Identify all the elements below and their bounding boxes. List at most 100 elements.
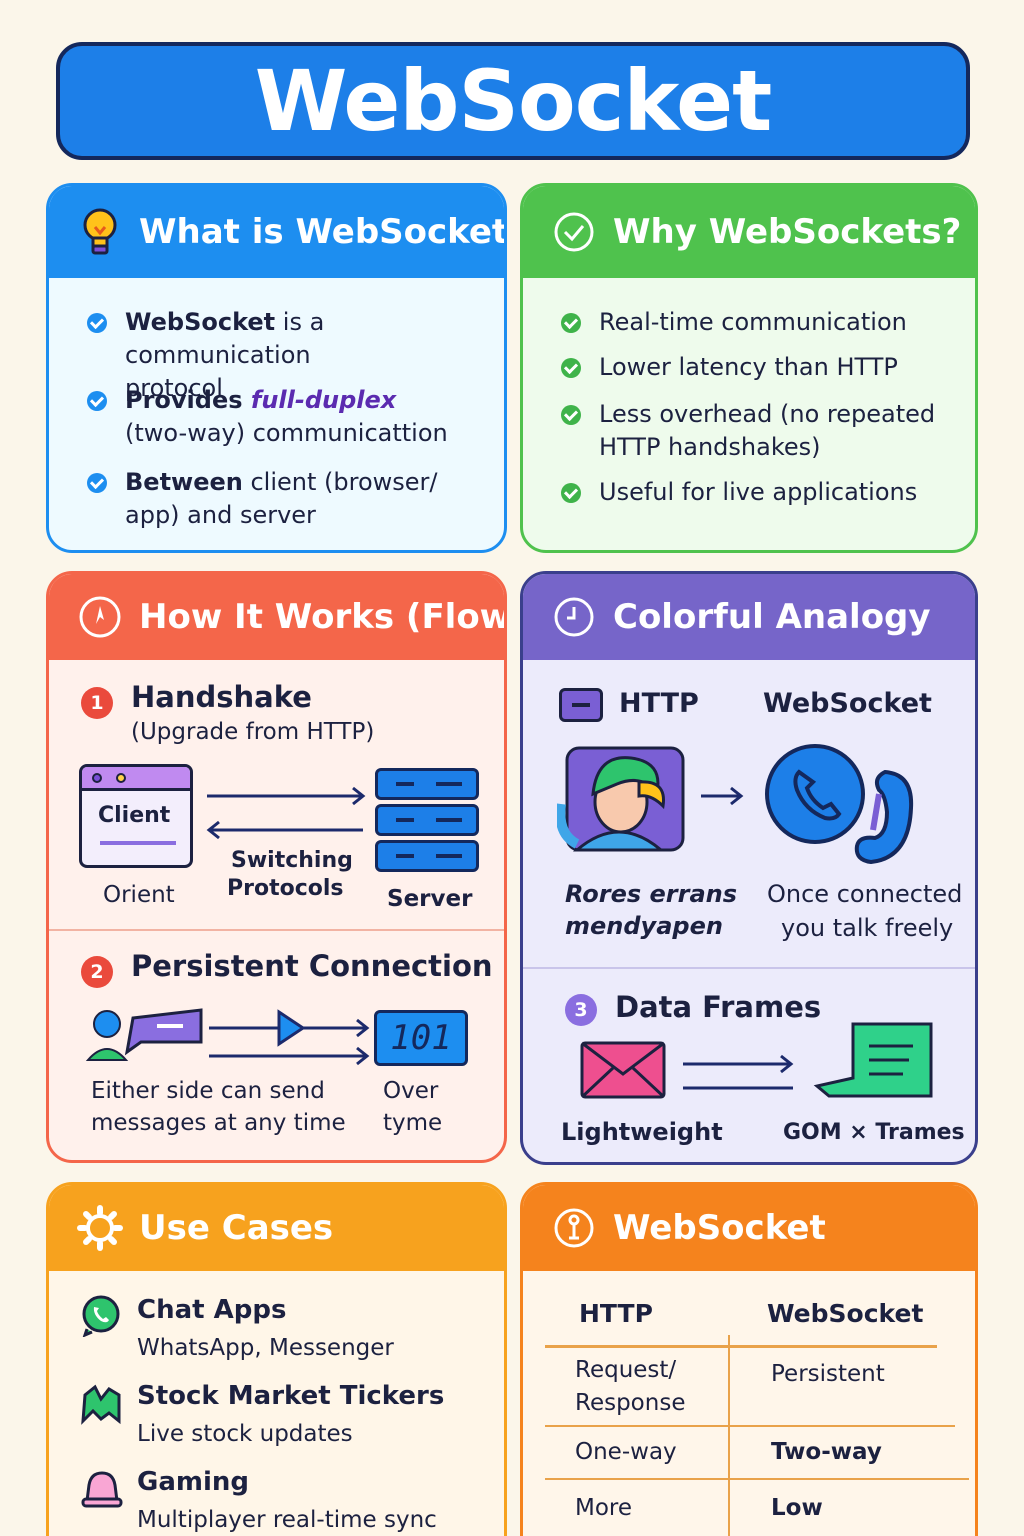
- check-icon: [87, 473, 107, 493]
- use-case-2-sub: Live stock updates: [137, 1421, 353, 1447]
- step-2-caption-line-1: Either side can send: [91, 1078, 325, 1104]
- check-icon: [561, 405, 581, 425]
- websocket-label: WebSocket: [763, 688, 932, 719]
- page-title: WebSocket: [254, 52, 772, 150]
- flow-card-title: How It Works (Flow): [139, 597, 507, 637]
- use-case-1-title: Chat Apps: [137, 1295, 287, 1325]
- lightbulb-icon: [77, 208, 123, 255]
- compare-row-2-http: One-way: [575, 1439, 677, 1465]
- use-cases-card-title: Use Cases: [139, 1208, 334, 1248]
- chart-icon: [81, 1384, 121, 1425]
- why-card-header: Why WebSockets?: [523, 186, 975, 278]
- compare-row-1-http-line-1: Request/: [575, 1357, 677, 1383]
- use-case-1-sub: WhatsApp, Messenger: [137, 1335, 394, 1361]
- analogy-card-title: Colorful Analogy: [613, 597, 931, 637]
- phone-icon: [765, 744, 914, 865]
- person-icon: [557, 746, 685, 852]
- check-icon: [561, 483, 581, 503]
- divider: [49, 929, 504, 931]
- step-2-caption-line-2: messages at any time: [91, 1110, 346, 1136]
- server-caption: Server: [387, 886, 473, 912]
- binary-box: 101: [374, 1010, 468, 1066]
- step-2-title: Persistent Connection: [131, 949, 493, 983]
- check-icon: [87, 391, 107, 411]
- compare-row-1-http-line-2: Response: [575, 1390, 686, 1416]
- why-card-title: Why WebSockets?: [613, 212, 962, 252]
- client-caption: Orient: [103, 882, 175, 908]
- table-rule: [545, 1478, 969, 1480]
- clock-icon: [551, 594, 597, 640]
- why-item-1: Real-time communication: [561, 306, 907, 339]
- step-1-subtitle: (Upgrade from HTTP): [131, 719, 375, 745]
- info-icon: [551, 1205, 597, 1251]
- compass-icon: [77, 594, 123, 640]
- check-circle-icon: [551, 209, 597, 255]
- frames-arrow-icon: [683, 1054, 794, 1090]
- whatsapp-icon: [82, 1295, 120, 1337]
- compare-col-websocket: WebSocket: [767, 1299, 924, 1328]
- flow-card: How It Works (Flow) 1 Handshake (Upgrade…: [46, 571, 507, 1163]
- compare-row-3-ws: Low: [771, 1495, 823, 1521]
- compare-card-title: WebSocket: [613, 1208, 826, 1248]
- title-banner: WebSocket: [56, 42, 970, 160]
- arrow-label-1: Switching: [231, 848, 353, 873]
- what-item-3: Between client (browser/app) and server: [87, 466, 438, 532]
- gear-icon: [77, 1205, 123, 1251]
- over-caption-line-2: tyme: [383, 1110, 443, 1136]
- use-case-2-title: Stock Market Tickers: [137, 1381, 445, 1411]
- message-icon: [85, 1008, 370, 1066]
- why-item-2: Lower latency than HTTP: [561, 351, 898, 384]
- lightweight-caption: Lightweight: [561, 1118, 723, 1146]
- why-card: Why WebSockets? Real-time communication …: [520, 183, 978, 553]
- frames-caption: GOM × Trames: [783, 1120, 965, 1145]
- use-case-3-sub: Multiplayer real-time sync: [137, 1507, 437, 1533]
- flow-card-header: How It Works (Flow): [49, 574, 504, 660]
- compare-col-http: HTTP: [579, 1299, 653, 1328]
- check-icon: [87, 313, 107, 333]
- compare-card-header: WebSocket: [523, 1185, 975, 1271]
- ws-caption-line-2: you talk freely: [781, 914, 954, 942]
- use-cases-card: Use Cases Chat Apps WhatsApp, Messenger …: [46, 1182, 507, 1536]
- handshake-arrows: [206, 786, 366, 840]
- analogy-card: Colorful Analogy HTTP WebSocket Rores er…: [520, 571, 978, 1165]
- client-window: Client: [79, 764, 193, 868]
- http-caption-line-1: Rores errans: [565, 880, 738, 908]
- compare-row-2-ws: Two-way: [771, 1439, 882, 1465]
- what-card: What is WebSocket? WebSocket is a commun…: [46, 183, 507, 553]
- analogy-card-header: Colorful Analogy: [523, 574, 975, 660]
- envelope-icon: [580, 1041, 666, 1099]
- arrow-label-2: Protocols: [227, 876, 344, 901]
- http-caption-line-2: mendyapen: [565, 912, 723, 940]
- bell-icon: [81, 1471, 123, 1508]
- table-rule: [545, 1345, 937, 1348]
- over-caption-line-1: Over: [383, 1078, 439, 1104]
- check-icon: [561, 358, 581, 378]
- minus-box-icon: [559, 688, 603, 722]
- table-rule: [545, 1425, 955, 1427]
- ws-caption-line-1: Once connected: [767, 880, 963, 908]
- compare-row-3-http: More: [575, 1495, 633, 1521]
- use-cases-card-header: Use Cases: [49, 1185, 504, 1271]
- use-case-3-title: Gaming: [137, 1467, 250, 1497]
- arrow-icon: [701, 786, 744, 806]
- why-item-4: Useful for live applications: [561, 476, 917, 509]
- compare-row-1-ws: Persistent: [771, 1361, 885, 1387]
- compare-card: WebSocket HTTP WebSocket Request/ Respon…: [520, 1182, 978, 1536]
- what-item-2: Provides full-duplex(two-way) communicat…: [87, 384, 448, 450]
- what-card-header: What is WebSocket?: [49, 186, 504, 278]
- step-1-badge: 1: [81, 687, 113, 719]
- step-3-badge: 3: [565, 994, 597, 1026]
- divider: [523, 967, 975, 969]
- what-card-title: What is WebSocket?: [139, 212, 507, 252]
- step-2-badge: 2: [81, 956, 113, 988]
- step-1-title: Handshake: [131, 680, 312, 714]
- table-column-rule: [728, 1335, 730, 1536]
- http-label: HTTP: [619, 688, 699, 719]
- chat-bubble-icon: [813, 1022, 933, 1098]
- client-label: Client: [98, 803, 171, 828]
- check-icon: [561, 313, 581, 333]
- data-frames-title: Data Frames: [615, 990, 822, 1024]
- server-icon: [375, 768, 479, 872]
